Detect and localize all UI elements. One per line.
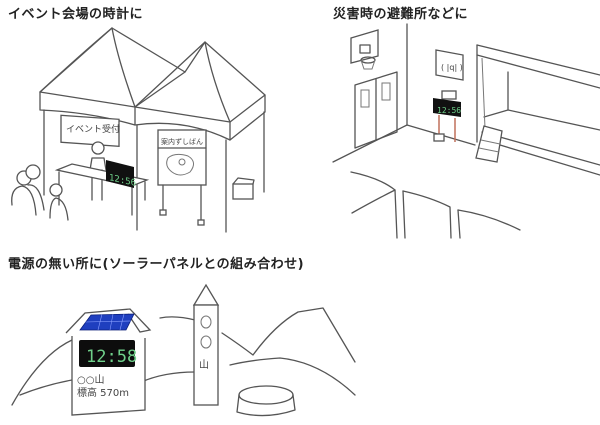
caption-disaster: 災害時の避難所などに [333, 7, 469, 22]
event-tent-illustration: イベント受付 12:56 案内ずしばん [11, 27, 266, 233]
shelter-clock: 12:56 [433, 90, 461, 142]
event-clock: 12:56 [106, 160, 136, 189]
map-board-text: 案内ずしばん [161, 137, 203, 146]
mountain-solar-illustration: 12:58 ○○山 標高 570m 山 [11, 283, 356, 417]
banner-text: イベント受付 [66, 123, 120, 135]
svg-text:山: 山 [199, 359, 209, 371]
svg-text:( |q| ): ( |q| ) [441, 63, 463, 72]
svg-text:12:56: 12:56 [437, 106, 461, 115]
solar-clock-station: 12:58 ○○山 標高 570m [65, 308, 152, 416]
caption-solar: 電源の無い所に(ソーラーパネルとの組み合わせ) [8, 257, 305, 272]
mountain-name: ○○山 [77, 374, 104, 386]
caption-event: イベント会場の時計に [8, 7, 144, 22]
solar-clock-time: 12:58 [86, 347, 137, 367]
elevation-text: 標高 570m [77, 386, 129, 399]
gym-shelter-illustration: ( |q| ) 12:56 [332, 23, 600, 239]
